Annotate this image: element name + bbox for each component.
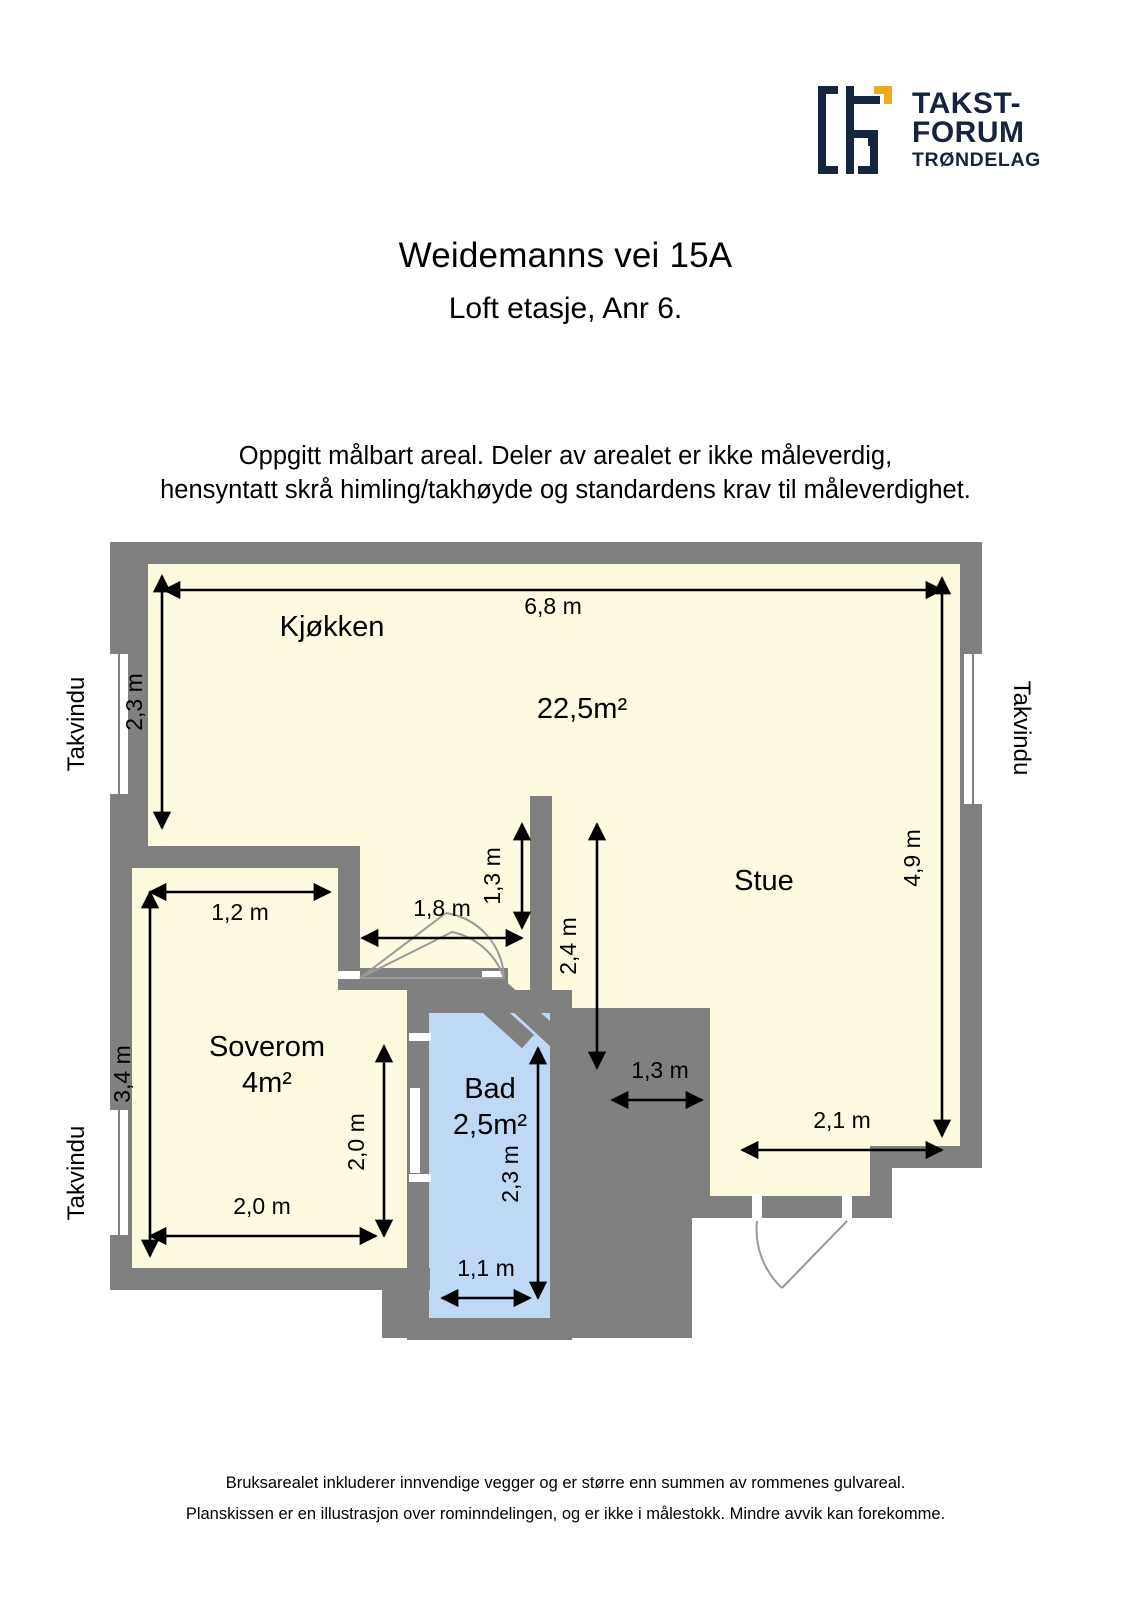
dimension-living-bottom-label: 2,1 m — [813, 1107, 871, 1133]
dimension-bedroom-bottom: 2,0 m — [148, 1193, 378, 1246]
floor-plan: Kjøkken 22,5m² Stue Soverom 4m² Bad 2,5m… — [52, 528, 1072, 1368]
window-left-bottom — [110, 1110, 128, 1235]
room-label-bedroom: Soverom — [209, 1031, 325, 1063]
footer-line-1: Bruksarealet inkluderer innvendige vegge… — [225, 1474, 906, 1492]
dimension-hall-width: 1,8 m — [360, 895, 524, 948]
page-title: Weidemanns vei 15A — [398, 236, 733, 275]
footer-line-2: Planskissen er en illustrasjon over romi… — [185, 1505, 946, 1524]
room-label-kitchen: Kjøkken — [280, 611, 385, 643]
dimension-top-width: 6,8 m — [162, 580, 944, 619]
dimension-living-notch: 1,3 m — [610, 1057, 704, 1110]
dimension-living-left-label: 2,4 m — [555, 917, 581, 975]
dimension-bath-width-label: 1,1 m — [457, 1255, 515, 1281]
plan-windows — [110, 654, 982, 1235]
plan-footer-note: Bruksarealet inkluderer innvendige vegge… — [0, 1468, 1131, 1531]
dimension-bath-height: 2,3 m — [497, 1046, 548, 1300]
dimension-bedroom-right-label: 2,0 m — [343, 1113, 369, 1171]
plan-window-labels: Takvindu Takvindu Takvindu — [63, 677, 1035, 1221]
logo-wordmark: TAKST- FORUM TRØNDELAG — [912, 87, 1041, 171]
room-area-bath: 2,5m² — [453, 1109, 527, 1141]
window-label-left-bottom: Takvindu — [63, 1126, 90, 1221]
dimension-top-width-label: 6,8 m — [524, 593, 582, 619]
dimension-bedroom-right: 2,0 m — [343, 1044, 394, 1238]
dimension-hall-width-label: 1,8 m — [413, 895, 471, 921]
measurement-note: Oppgitt målbart areal. Deler av arealet … — [0, 440, 1131, 508]
takstforum-bracket-icon — [812, 84, 894, 176]
window-left-top — [110, 654, 128, 794]
door-entrance — [752, 1193, 852, 1289]
window-label-right: Takvindu — [1008, 681, 1035, 776]
dimension-bedroom-top: 1,2 m — [148, 882, 332, 925]
room-area-living-open: 22,5m² — [537, 693, 628, 725]
page-subtitle: Loft etasje, Anr 6. — [448, 292, 683, 325]
dimension-bath-width: 1,1 m — [440, 1255, 532, 1308]
room-fill-kitchen-living — [148, 564, 960, 1196]
logo-line-1: TAKST- — [912, 87, 1022, 121]
dimension-right-height: 4,9 m — [899, 576, 952, 1138]
dimension-hall-height: 1,3 m — [479, 822, 532, 930]
dimension-living-bottom: 2,1 m — [740, 1107, 944, 1160]
dimension-bedroom-bottom-label: 2,0 m — [233, 1193, 291, 1219]
door-bath — [409, 1033, 431, 1182]
dimension-bedroom-top-label: 1,2 m — [211, 899, 269, 925]
window-label-left-top: Takvindu — [63, 677, 90, 772]
dimension-bedroom-left: 3,4 m — [109, 890, 160, 1258]
dimension-kitchen-height-label: 2,3 m — [121, 673, 147, 731]
logo-line-3: TRØNDELAG — [912, 148, 1041, 171]
plan-room-labels: Kjøkken 22,5m² Stue Soverom 4m² Bad 2,5m… — [209, 611, 794, 1141]
dimension-kitchen-height: 2,3 m — [121, 574, 172, 830]
dimension-living-left: 2,4 m — [555, 822, 607, 1070]
dimension-bedroom-left-label: 3,4 m — [109, 1045, 135, 1103]
dimension-living-notch-label: 1,3 m — [631, 1057, 689, 1083]
room-label-bath: Bad — [464, 1073, 516, 1105]
measurement-note-line-2: hensyntatt skrå himling/takhøyde og stan… — [160, 475, 971, 504]
logo-line-2: FORUM — [912, 116, 1025, 150]
takstforum-logo: TAKST- FORUM TRØNDELAG — [812, 78, 1044, 182]
window-bath-left — [410, 1088, 420, 1173]
window-right — [964, 654, 982, 804]
dimension-bath-height-label: 2,3 m — [497, 1145, 523, 1203]
room-label-living: Stue — [734, 865, 794, 897]
room-area-bedroom: 4m² — [242, 1067, 292, 1099]
dimension-hall-height-label: 1,3 m — [479, 847, 505, 905]
plan-dimensions: 6,8 m 2,3 m 4,9 m 1,2 m 1,8 m 1,3 m — [109, 574, 952, 1308]
measurement-note-line-1: Oppgitt målbart areal. Deler av arealet … — [238, 442, 893, 470]
dimension-right-height-label: 4,9 m — [899, 829, 925, 887]
